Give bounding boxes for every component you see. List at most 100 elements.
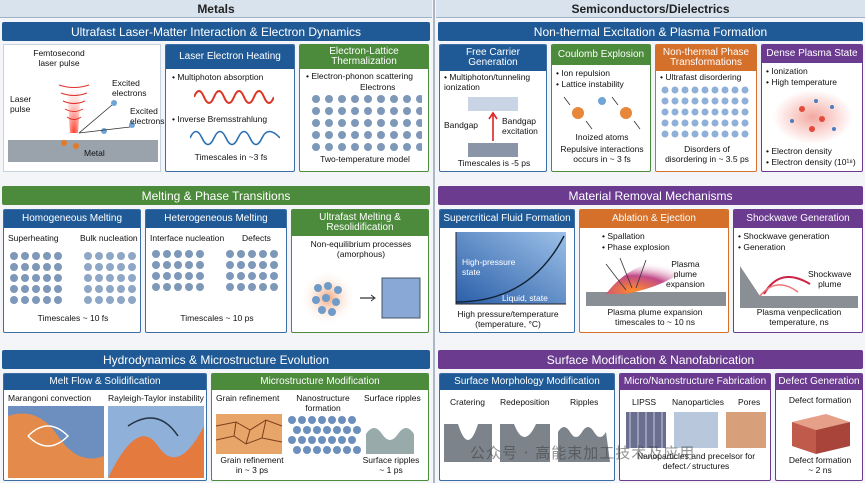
atom	[117, 274, 125, 282]
atom	[364, 95, 372, 103]
panel-title: Non-thermal Phase Transformations	[656, 45, 756, 71]
atom	[185, 272, 193, 280]
repulsive-label: Repulsive interactions occurs in ~ 3 fs	[560, 144, 644, 164]
atom	[741, 86, 749, 94]
atom	[270, 283, 278, 291]
nanostructure-graphic	[626, 412, 766, 448]
shockwave-plume-label: Shockwave plume	[808, 269, 852, 289]
atom	[117, 263, 125, 271]
spallation-label: • Spallation	[602, 231, 645, 241]
lattice-instability-label: • Lattice instability	[556, 79, 624, 89]
atom	[711, 130, 719, 138]
atom	[390, 95, 398, 103]
atom	[106, 274, 114, 282]
atom	[701, 130, 709, 138]
atom	[416, 131, 422, 139]
ripples-label: Ripples	[570, 397, 599, 407]
atom	[416, 143, 422, 151]
timescale-label: Timescales ~ 10 fs	[37, 313, 109, 323]
microstructure-panel: Microstructure Modification Grain refine…	[211, 373, 429, 481]
panel-title: Free Carrier Generation	[440, 45, 546, 71]
defect-generation-panel: Defect Generation Defect formation Defec…	[775, 373, 863, 481]
surface-ripples-label: Surface ripples	[364, 393, 421, 403]
atom	[338, 119, 346, 127]
nanoparticle	[293, 426, 301, 434]
bullet-bremsstrahlung: • Inverse Bremsstrahlung	[172, 114, 268, 124]
bullet-multiphoton: • Multiphoton absorption	[172, 72, 264, 82]
shockwave-graphic	[740, 266, 858, 308]
atom	[95, 285, 103, 293]
nanoparticles-label: Nanoparticles	[672, 397, 724, 407]
atom	[196, 272, 204, 280]
atom	[390, 143, 398, 151]
laser-pulse-graphic	[8, 75, 158, 162]
supercritical-panel: Supercritical Fluid Formation High-press…	[439, 209, 575, 333]
atom	[32, 285, 40, 293]
atom	[661, 97, 669, 105]
atom	[174, 250, 182, 258]
atom	[54, 263, 62, 271]
semi-sec2-bar: Material Removal Mechanisms	[438, 186, 863, 205]
defect-formation-time: Defect formation ~ 2 ns	[788, 455, 852, 475]
atom	[351, 107, 359, 115]
panel-title: Coulomb Explosion	[552, 45, 650, 65]
atom	[10, 274, 18, 282]
atom	[32, 252, 40, 260]
semiconductors-header: Semiconductors/Dielectrics	[436, 0, 865, 18]
electron-density-label: • Electron density	[766, 146, 832, 156]
multiphoton-label: • Multiphoton/tunneling ionization	[444, 72, 531, 92]
nanoparticle	[298, 416, 306, 424]
atom	[351, 119, 359, 127]
two-temperature-label: Two-temperature model	[320, 154, 410, 164]
ionized-atoms-label: Inoized atoms	[575, 132, 629, 142]
atom	[671, 130, 679, 138]
atom	[377, 107, 385, 115]
atom-grid-graphic	[10, 252, 136, 304]
atom	[84, 274, 92, 282]
atom	[106, 263, 114, 271]
atom	[671, 119, 679, 127]
nanoparticle	[343, 426, 351, 434]
wave-icon	[194, 90, 274, 104]
plume-timescale-label: Plasma plume expansion timescales to ~ 1…	[607, 307, 703, 327]
atom	[711, 119, 719, 127]
atom	[185, 261, 193, 269]
atom	[671, 97, 679, 105]
panel-title: Ultrafast Melting & Resolidification	[292, 210, 428, 236]
lipss-label: LIPSS	[632, 397, 657, 407]
atom	[117, 285, 125, 293]
nanoparticle	[293, 446, 301, 454]
atom	[731, 130, 739, 138]
center-divider	[433, 0, 435, 483]
atom	[691, 108, 699, 116]
timescale-label: Timescales is -5 ps	[457, 158, 531, 168]
atom	[226, 250, 234, 258]
atom	[364, 131, 372, 139]
nanoparticle	[323, 426, 331, 434]
nanoparticle	[328, 416, 336, 424]
bandgap-graphic	[468, 97, 518, 157]
atom	[95, 252, 103, 260]
atom	[661, 130, 669, 138]
atom	[128, 263, 136, 271]
heterogeneous-melting-panel: Heterogeneous Melting Interface nucleati…	[145, 209, 287, 333]
nanoparticle	[348, 436, 356, 444]
atom	[731, 108, 739, 116]
atom	[10, 263, 18, 271]
grain-refinement-label: Grain refinement	[216, 393, 280, 403]
atom	[731, 86, 739, 94]
high-pressure-label: High-pressure state	[462, 257, 516, 277]
atom	[117, 296, 125, 304]
plasma-plume-label: Plasma plume expansion	[666, 259, 705, 289]
nanoparticle	[303, 446, 311, 454]
panel-title: Heterogeneous Melting	[146, 210, 286, 228]
metal-label: Metal	[84, 148, 105, 158]
atom	[403, 95, 411, 103]
ablation-plume-graphic	[586, 257, 726, 306]
atom	[390, 131, 398, 139]
atom	[152, 261, 160, 269]
rayleigh-taylor-label: Rayleigh-Taylor instability	[108, 393, 204, 403]
defects-label: Defects	[242, 233, 271, 243]
decay-wave-icon	[190, 130, 280, 146]
atom	[21, 263, 29, 271]
